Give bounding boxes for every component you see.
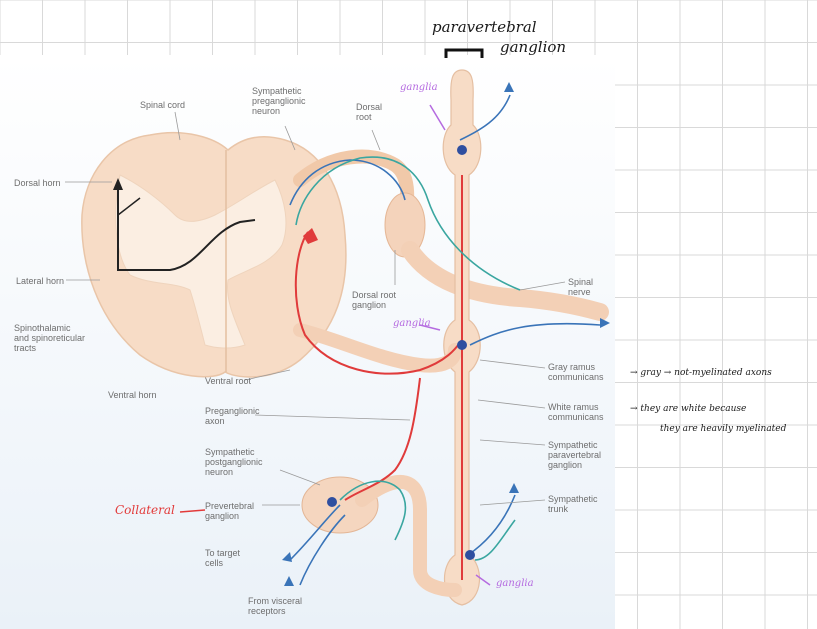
ventral-branch bbox=[300, 330, 455, 366]
label-from-visceral-receptors: From visceral receptors bbox=[248, 596, 302, 616]
label-sympathetic-trunk: Sympathetic trunk bbox=[548, 494, 598, 514]
annotation-gray-note: → gray → not-myelinated axons bbox=[630, 368, 772, 378]
annotation-paravertebral: paravertebral bbox=[432, 18, 537, 36]
annotation-white-note-1: → they are white because bbox=[630, 404, 746, 414]
label-spinal-nerve: Spinal nerve bbox=[568, 277, 593, 297]
label-sympathetic-preganglionic-neuron: Sympathetic preganglionic neuron bbox=[252, 86, 306, 116]
paravertebral-neuron-bottom bbox=[465, 550, 475, 560]
annotation-ganglia-bottom: ganglia bbox=[496, 578, 534, 589]
label-sympathetic-postganglionic-neuron: Sympathetic postganglionic neuron bbox=[205, 447, 263, 477]
purple-arrow-top bbox=[430, 105, 445, 130]
red-arrow-collateral bbox=[180, 510, 205, 512]
paravertebral-neuron-mid bbox=[457, 340, 467, 350]
bracket-mark bbox=[446, 50, 482, 58]
arrow-right-icon bbox=[600, 318, 610, 328]
label-sympathetic-paravertebral-ganglion: Sympathetic paravertebral ganglion bbox=[548, 440, 601, 470]
label-gray-ramus: Gray ramus communicans bbox=[548, 362, 604, 382]
label-ventral-horn: Ventral horn bbox=[108, 390, 157, 400]
label-spinothalamic-tracts: Spinothalamic and spinoreticular tracts bbox=[14, 323, 85, 353]
label-to-target-cells: To target cells bbox=[205, 548, 240, 568]
label-dorsal-root: Dorsal root bbox=[356, 102, 382, 122]
arrow-up-icon bbox=[284, 576, 294, 586]
label-ventral-root: Ventral root bbox=[205, 376, 251, 386]
annotation-ganglia-top: ganglia bbox=[400, 82, 438, 93]
arrow-up-icon bbox=[504, 82, 514, 92]
label-dorsal-horn: Dorsal horn bbox=[14, 178, 61, 188]
visceral-branch bbox=[362, 482, 455, 590]
label-spinal-cord: Spinal cord bbox=[140, 100, 185, 110]
annotation-ganglia-mid: ganglia bbox=[393, 318, 431, 329]
paravertebral-neuron-top bbox=[457, 145, 467, 155]
label-white-ramus: White ramus communicans bbox=[548, 402, 604, 422]
label-preganglionic-axon: Preganglionic axon bbox=[205, 406, 260, 426]
annotation-white-note-2: they are heavily myelinated bbox=[660, 424, 786, 434]
label-dorsal-root-ganglion: Dorsal root ganglion bbox=[352, 290, 396, 310]
label-prevertebral-ganglion: Prevertebral ganglion bbox=[205, 501, 254, 521]
arrow-left-icon bbox=[282, 552, 292, 562]
annotation-ganglion-top: ganglion bbox=[500, 38, 566, 56]
arrow-up-icon bbox=[509, 483, 519, 493]
label-lateral-horn: Lateral horn bbox=[16, 276, 64, 286]
prevertebral-neuron bbox=[327, 497, 337, 507]
annotation-collateral: Collateral bbox=[115, 503, 175, 517]
